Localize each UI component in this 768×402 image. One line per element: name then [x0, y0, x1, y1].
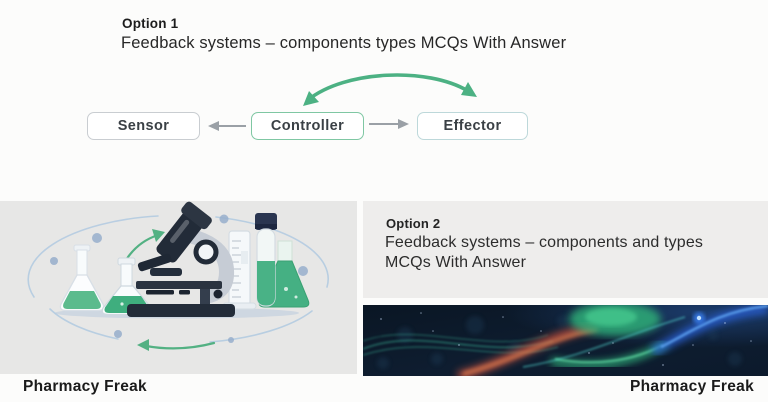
graduated-cylinder: [222, 230, 257, 310]
flask-back-left: [59, 244, 105, 312]
curved-arrow-icon: [303, 73, 477, 106]
effector-box-label: Effector: [443, 118, 502, 134]
abstract-wave-image: [363, 305, 768, 376]
option2-headline: Feedback systems – components and types …: [385, 234, 704, 272]
brand-right: Pharmacy Freak: [630, 378, 754, 395]
test-tube: [255, 213, 277, 307]
option1-headline: Feedback systems – components types MCQs…: [121, 34, 567, 52]
brand-left: Pharmacy Freak: [23, 378, 147, 395]
sensor-box-label: Sensor: [117, 118, 170, 134]
option1-label: Option 1: [122, 16, 179, 31]
option2-preview[interactable]: Option 2 Feedback systems – components a…: [363, 201, 768, 298]
option1-preview[interactable]: Option 1 Feedback systems – components t…: [0, 0, 768, 200]
controller-box: Controller: [251, 112, 364, 140]
option1-thumbnail[interactable]: [0, 201, 357, 374]
option2-label: Option 2: [386, 216, 441, 231]
controller-box-label: Controller: [270, 118, 345, 134]
effector-box: Effector: [417, 112, 528, 140]
microscope: [127, 201, 235, 317]
lab-equipment-illustration: [27, 201, 329, 351]
sensor-box: Sensor: [87, 112, 200, 140]
right-arrow-icon: [369, 119, 409, 129]
option2-banner[interactable]: [363, 305, 768, 376]
left-arrow-icon: [208, 121, 246, 131]
